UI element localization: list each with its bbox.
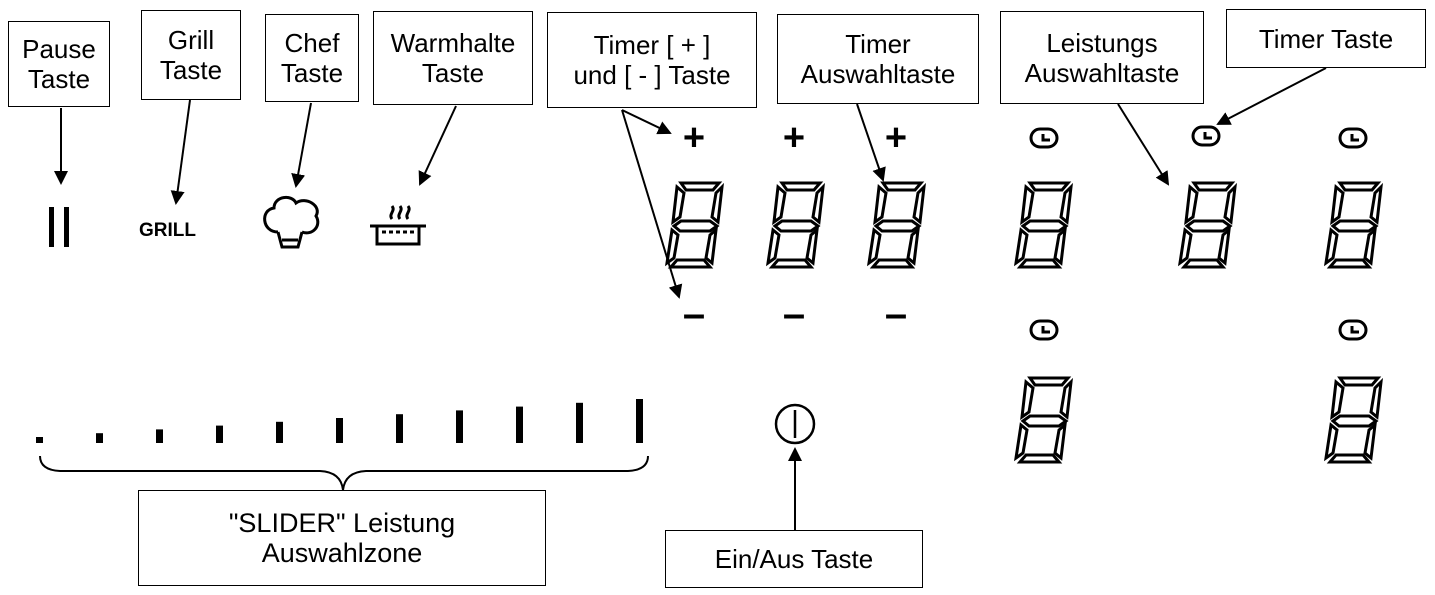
minus-button[interactable]: – xyxy=(885,292,907,336)
label-timer-sel-line2: Auswahltaste xyxy=(800,59,956,89)
slider-step-8[interactable] xyxy=(456,410,463,443)
label-timer-sel-line1: Timer xyxy=(845,29,911,59)
plus-button[interactable]: + xyxy=(683,117,705,159)
seven-segment-digit[interactable] xyxy=(1014,376,1073,464)
label-chef-line1: Chef xyxy=(284,28,340,58)
minus-button[interactable]: – xyxy=(783,292,805,336)
label-timer-pm-line1: Timer [ + ] xyxy=(593,30,711,60)
slider-step-1[interactable] xyxy=(36,437,43,443)
slider-step-5[interactable] xyxy=(276,421,283,443)
label-slider-line2: Auswahlzone xyxy=(261,538,423,568)
seven-segment-digit xyxy=(867,181,926,269)
label-onoff-line1: Ein/Aus Taste xyxy=(714,544,874,574)
clock-icon[interactable] xyxy=(1191,125,1221,147)
seven-segment-digit xyxy=(766,181,825,269)
timer-column-2: + – xyxy=(766,117,825,336)
pause-icon[interactable] xyxy=(49,207,69,247)
clock-icon[interactable] xyxy=(1338,319,1368,341)
clock-icon[interactable] xyxy=(1338,127,1368,149)
grill-text[interactable]: GRILL xyxy=(139,220,196,241)
label-timer-key: Timer Taste xyxy=(1226,9,1426,68)
arrow-timer-minus xyxy=(621,109,683,299)
seven-segment-digit xyxy=(665,181,724,269)
slider-step-11[interactable] xyxy=(636,399,643,443)
slider-step-9[interactable] xyxy=(516,406,523,443)
arrow-grill xyxy=(170,99,191,205)
label-power-line2: Auswahltaste xyxy=(1024,57,1180,88)
label-power-select-key: Leistungs Auswahltaste xyxy=(1000,11,1204,104)
label-timer-plus-minus-key: Timer [ + ] und [ - ] Taste xyxy=(547,12,757,108)
slider-brace xyxy=(39,455,649,491)
label-slider-line1: "SLIDER" Leistung xyxy=(228,508,456,538)
slider-step-3[interactable] xyxy=(156,429,163,443)
seven-segment-digit[interactable] xyxy=(1324,376,1383,464)
cooking-zone-bottom-right xyxy=(1324,319,1383,464)
cooking-zone-top-middle xyxy=(1178,125,1237,269)
slider-step-6[interactable] xyxy=(336,418,343,443)
slider-step-7[interactable] xyxy=(396,414,403,443)
arrow-timer-select xyxy=(856,103,886,182)
label-pause-line1: Pause xyxy=(22,34,96,64)
plus-button[interactable]: + xyxy=(885,117,907,159)
label-grill-key: Grill Taste xyxy=(141,10,241,100)
timer-column-3: + – xyxy=(867,117,926,336)
label-slider-zone: "SLIDER" Leistung Auswahlzone xyxy=(138,490,546,586)
label-chef-line2: Taste xyxy=(280,58,344,88)
label-pause-key: Pause Taste xyxy=(8,21,110,107)
seven-segment-digit[interactable] xyxy=(1178,181,1237,269)
cooking-zone-bottom-left xyxy=(1014,319,1073,464)
cooking-zone-top-right xyxy=(1324,127,1383,269)
slider-step-2[interactable] xyxy=(96,433,103,443)
label-chef-key: Chef Taste xyxy=(265,14,359,102)
arrow-chef xyxy=(291,102,312,188)
steaming-pot-icon[interactable] xyxy=(370,205,426,246)
arrow-timer-key xyxy=(1216,67,1327,125)
slider-step-4[interactable] xyxy=(216,425,223,443)
clock-icon[interactable] xyxy=(1029,127,1059,149)
seven-segment-digit[interactable] xyxy=(1014,181,1073,269)
chef-hat-icon[interactable] xyxy=(263,195,320,249)
slider-step-10[interactable] xyxy=(576,402,583,443)
minus-button[interactable]: – xyxy=(683,292,705,336)
arrow-timer-plus xyxy=(621,109,672,135)
label-warm-line1: Warmhalte xyxy=(390,28,516,58)
label-timer-key-line1: Timer Taste xyxy=(1258,23,1394,54)
plus-button[interactable]: + xyxy=(783,117,805,159)
power-icon[interactable] xyxy=(774,403,816,445)
cooking-zone-top-left xyxy=(1014,127,1073,269)
arrow-warm xyxy=(418,105,457,186)
label-power-line1: Leistungs xyxy=(1046,27,1158,58)
label-timer-pm-line2: und [ - ] Taste xyxy=(573,60,731,90)
seven-segment-digit[interactable] xyxy=(1324,181,1383,269)
clock-icon[interactable] xyxy=(1029,319,1059,341)
label-grill-line2: Taste xyxy=(159,55,223,85)
slider-zone[interactable] xyxy=(36,399,643,443)
label-warm-line2: Taste xyxy=(421,58,485,88)
label-timer-select-key: Timer Auswahltaste xyxy=(777,14,979,104)
label-grill-line1: Grill xyxy=(167,25,215,55)
label-pause-line2: Taste xyxy=(27,64,91,94)
label-on-off-key: Ein/Aus Taste xyxy=(665,530,923,588)
label-warm-key: Warmhalte Taste xyxy=(373,11,533,105)
arrow-power-select xyxy=(1117,103,1170,186)
timer-column-1: + – xyxy=(665,117,724,336)
